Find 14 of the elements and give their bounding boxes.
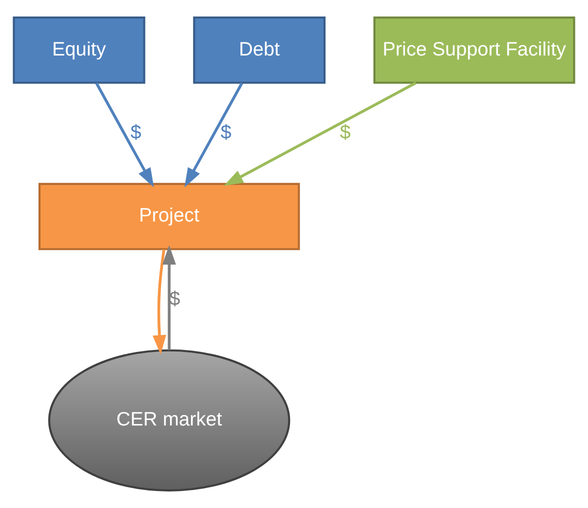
arrow [95,82,154,188]
edge-label: $ [169,288,180,310]
node-box: Equity [12,16,146,84]
edge-label: $ [130,121,142,144]
node-box: Project [38,182,300,250]
node-box: Price Support Facility [373,16,576,84]
arrow [224,82,416,186]
node-ellipse: CER market [48,349,290,492]
edge-label: $ [220,121,232,144]
arrow [162,245,176,350]
arrow [184,82,244,188]
arrow [152,249,166,355]
node-box: Debt [193,16,326,84]
edge-label: $ [340,121,351,144]
